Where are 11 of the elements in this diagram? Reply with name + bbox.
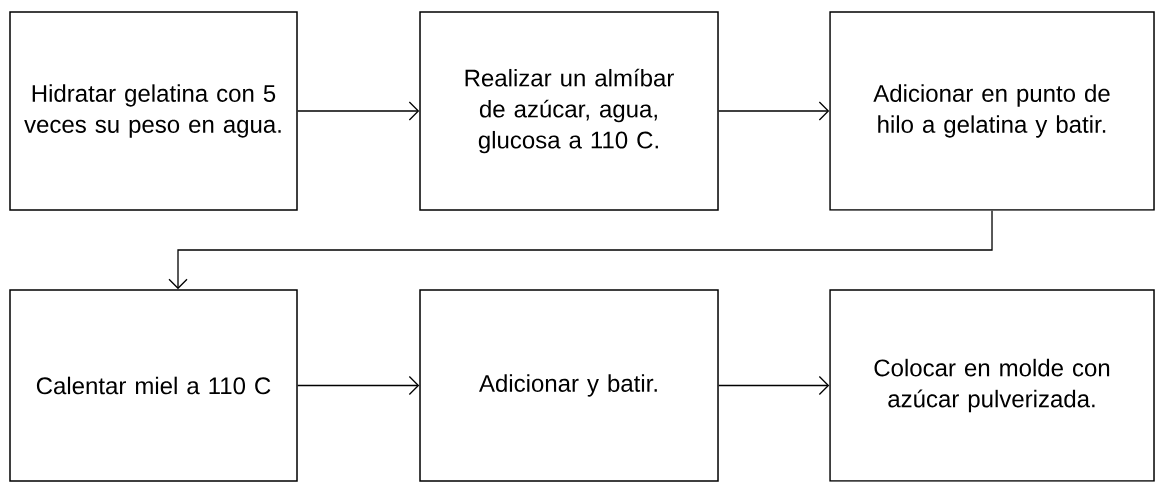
arrow	[168, 210, 993, 290]
process-box: Adicionar en punto de hilo a gelatina y batir.	[829, 11, 1155, 211]
arrow	[718, 101, 830, 121]
process-box: Hidratar gelatina con 5 veces su peso en agua.	[9, 11, 298, 211]
process-box: Realizar un almíbar de azúcar, agua, glucosa a 110 C.	[419, 11, 719, 211]
process-box: Colocar en molde con azúcar pulverizada.	[829, 289, 1155, 482]
arrow	[718, 375, 830, 396]
arrow	[297, 375, 420, 396]
process-box: Adicionar y batir.	[419, 289, 719, 482]
process-box: Calentar miel a 110 C	[9, 289, 298, 482]
arrow	[297, 101, 420, 121]
